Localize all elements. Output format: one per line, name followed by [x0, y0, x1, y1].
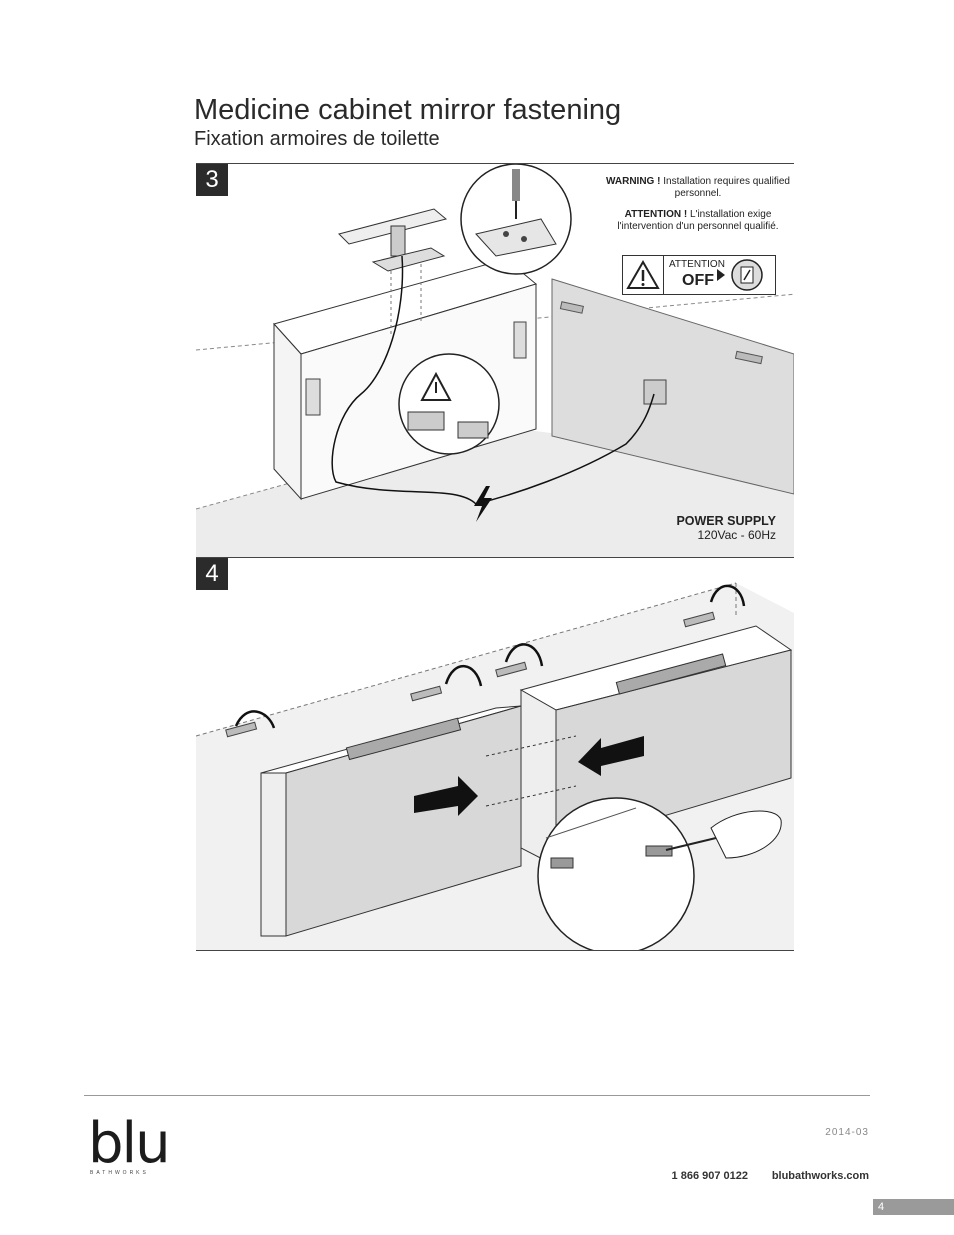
lightning-bolt-icon [474, 486, 492, 522]
phone-number: 1 866 907 0122 [671, 1170, 748, 1182]
direction-arrow-icon [578, 736, 644, 776]
step-number: 3 [196, 164, 228, 196]
off-label: OFF [682, 272, 714, 289]
warning-en-label: WARNING ! [606, 176, 661, 187]
page-subtitle: Fixation armoires de toilette [194, 128, 440, 150]
warning-fr-text: L'installation exige l'intervention d'un… [617, 209, 779, 232]
logo-wordmark: blu [88, 1111, 171, 1176]
power-supply-title: POWER SUPPLY [676, 514, 776, 528]
footer-divider [84, 1095, 870, 1096]
direction-arrow-icon [414, 776, 478, 816]
warning-notice: WARNING ! Installation requires qualifie… [598, 176, 794, 242]
attention-label: ATTENTION [669, 259, 725, 270]
page-title: Medicine cabinet mirror fastening [194, 94, 622, 126]
warning-en-text: Installation requires qualified personne… [663, 176, 790, 199]
warning-fr-label: ATTENTION ! [624, 209, 688, 220]
screwdriver-icon [665, 837, 717, 851]
step-4-panel: 4 [196, 558, 794, 951]
step-3-illustration [196, 164, 794, 557]
screwdriver-icon [512, 169, 520, 201]
step-4-illustration [196, 582, 794, 950]
logo-subtext: BATHWORKS [90, 1170, 149, 1176]
warning-triangle-icon [626, 259, 660, 289]
rotate-arrow-icon [504, 643, 544, 667]
rotate-arrow-icon [444, 664, 483, 687]
website-link[interactable]: blubathworks.com [771, 1170, 869, 1182]
attention-off-box: ATTENTION OFF [622, 255, 776, 295]
document-date: 2014-03 [825, 1127, 869, 1138]
power-supply-value: 120Vac - 60Hz [697, 528, 777, 542]
step-3-panel: 3 WARNING ! Installation requires qualif… [196, 163, 794, 558]
page-number: 4 [873, 1199, 954, 1215]
rotate-arrow-icon [709, 584, 746, 607]
step-number: 4 [196, 558, 228, 590]
power-supply-label: POWER SUPPLY 120Vac - 60Hz [626, 514, 776, 542]
rotate-arrow-icon [234, 710, 276, 729]
brand-logo: blu BATHWORKS [88, 1111, 171, 1177]
light-switch-icon [717, 259, 763, 291]
